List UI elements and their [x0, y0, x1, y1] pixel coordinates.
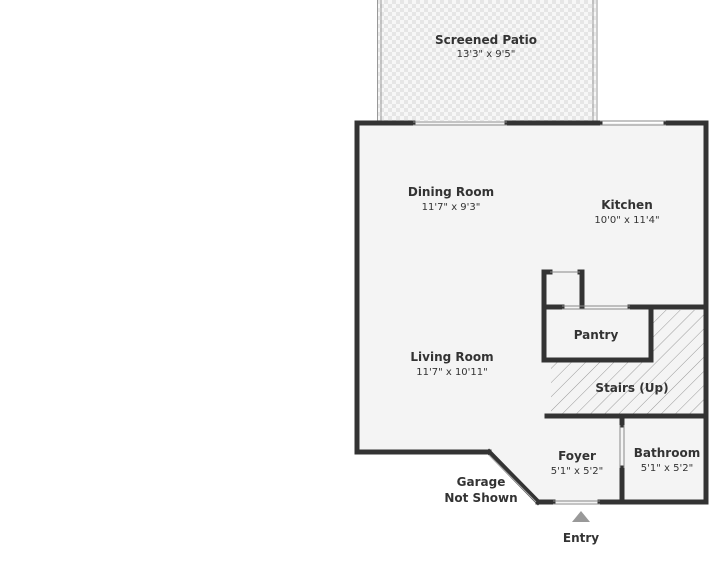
walls	[354, 120, 709, 506]
stairs-name: Stairs (Up)	[595, 381, 668, 395]
foyer-dims: 5'1" x 5'2"	[551, 466, 603, 477]
pantry-name: Pantry	[574, 328, 619, 342]
patio-area	[377, 0, 598, 121]
openings	[413, 120, 666, 505]
bathroom-name: Bathroom	[634, 446, 700, 460]
entry-label: Entry	[563, 531, 599, 545]
dining-name: Dining Room	[408, 185, 494, 199]
garage-note-line2: Not Shown	[444, 491, 517, 505]
bathroom-dims: 5'1" x 5'2"	[641, 463, 693, 474]
living-name: Living Room	[410, 350, 493, 364]
kitchen-dims: 10'0" x 11'4"	[594, 215, 659, 226]
kitchen-name: Kitchen	[601, 198, 653, 212]
entry-arrow-icon	[572, 511, 590, 522]
garage-note-line1: Garage	[457, 475, 506, 489]
dining-dims: 11'7" x 9'3"	[422, 202, 481, 213]
patio-name: Screened Patio	[435, 33, 537, 47]
foyer-name: Foyer	[558, 449, 596, 463]
patio-dims: 13'3" x 9'5"	[457, 49, 516, 60]
living-dims: 11'7" x 10'11"	[416, 367, 488, 378]
